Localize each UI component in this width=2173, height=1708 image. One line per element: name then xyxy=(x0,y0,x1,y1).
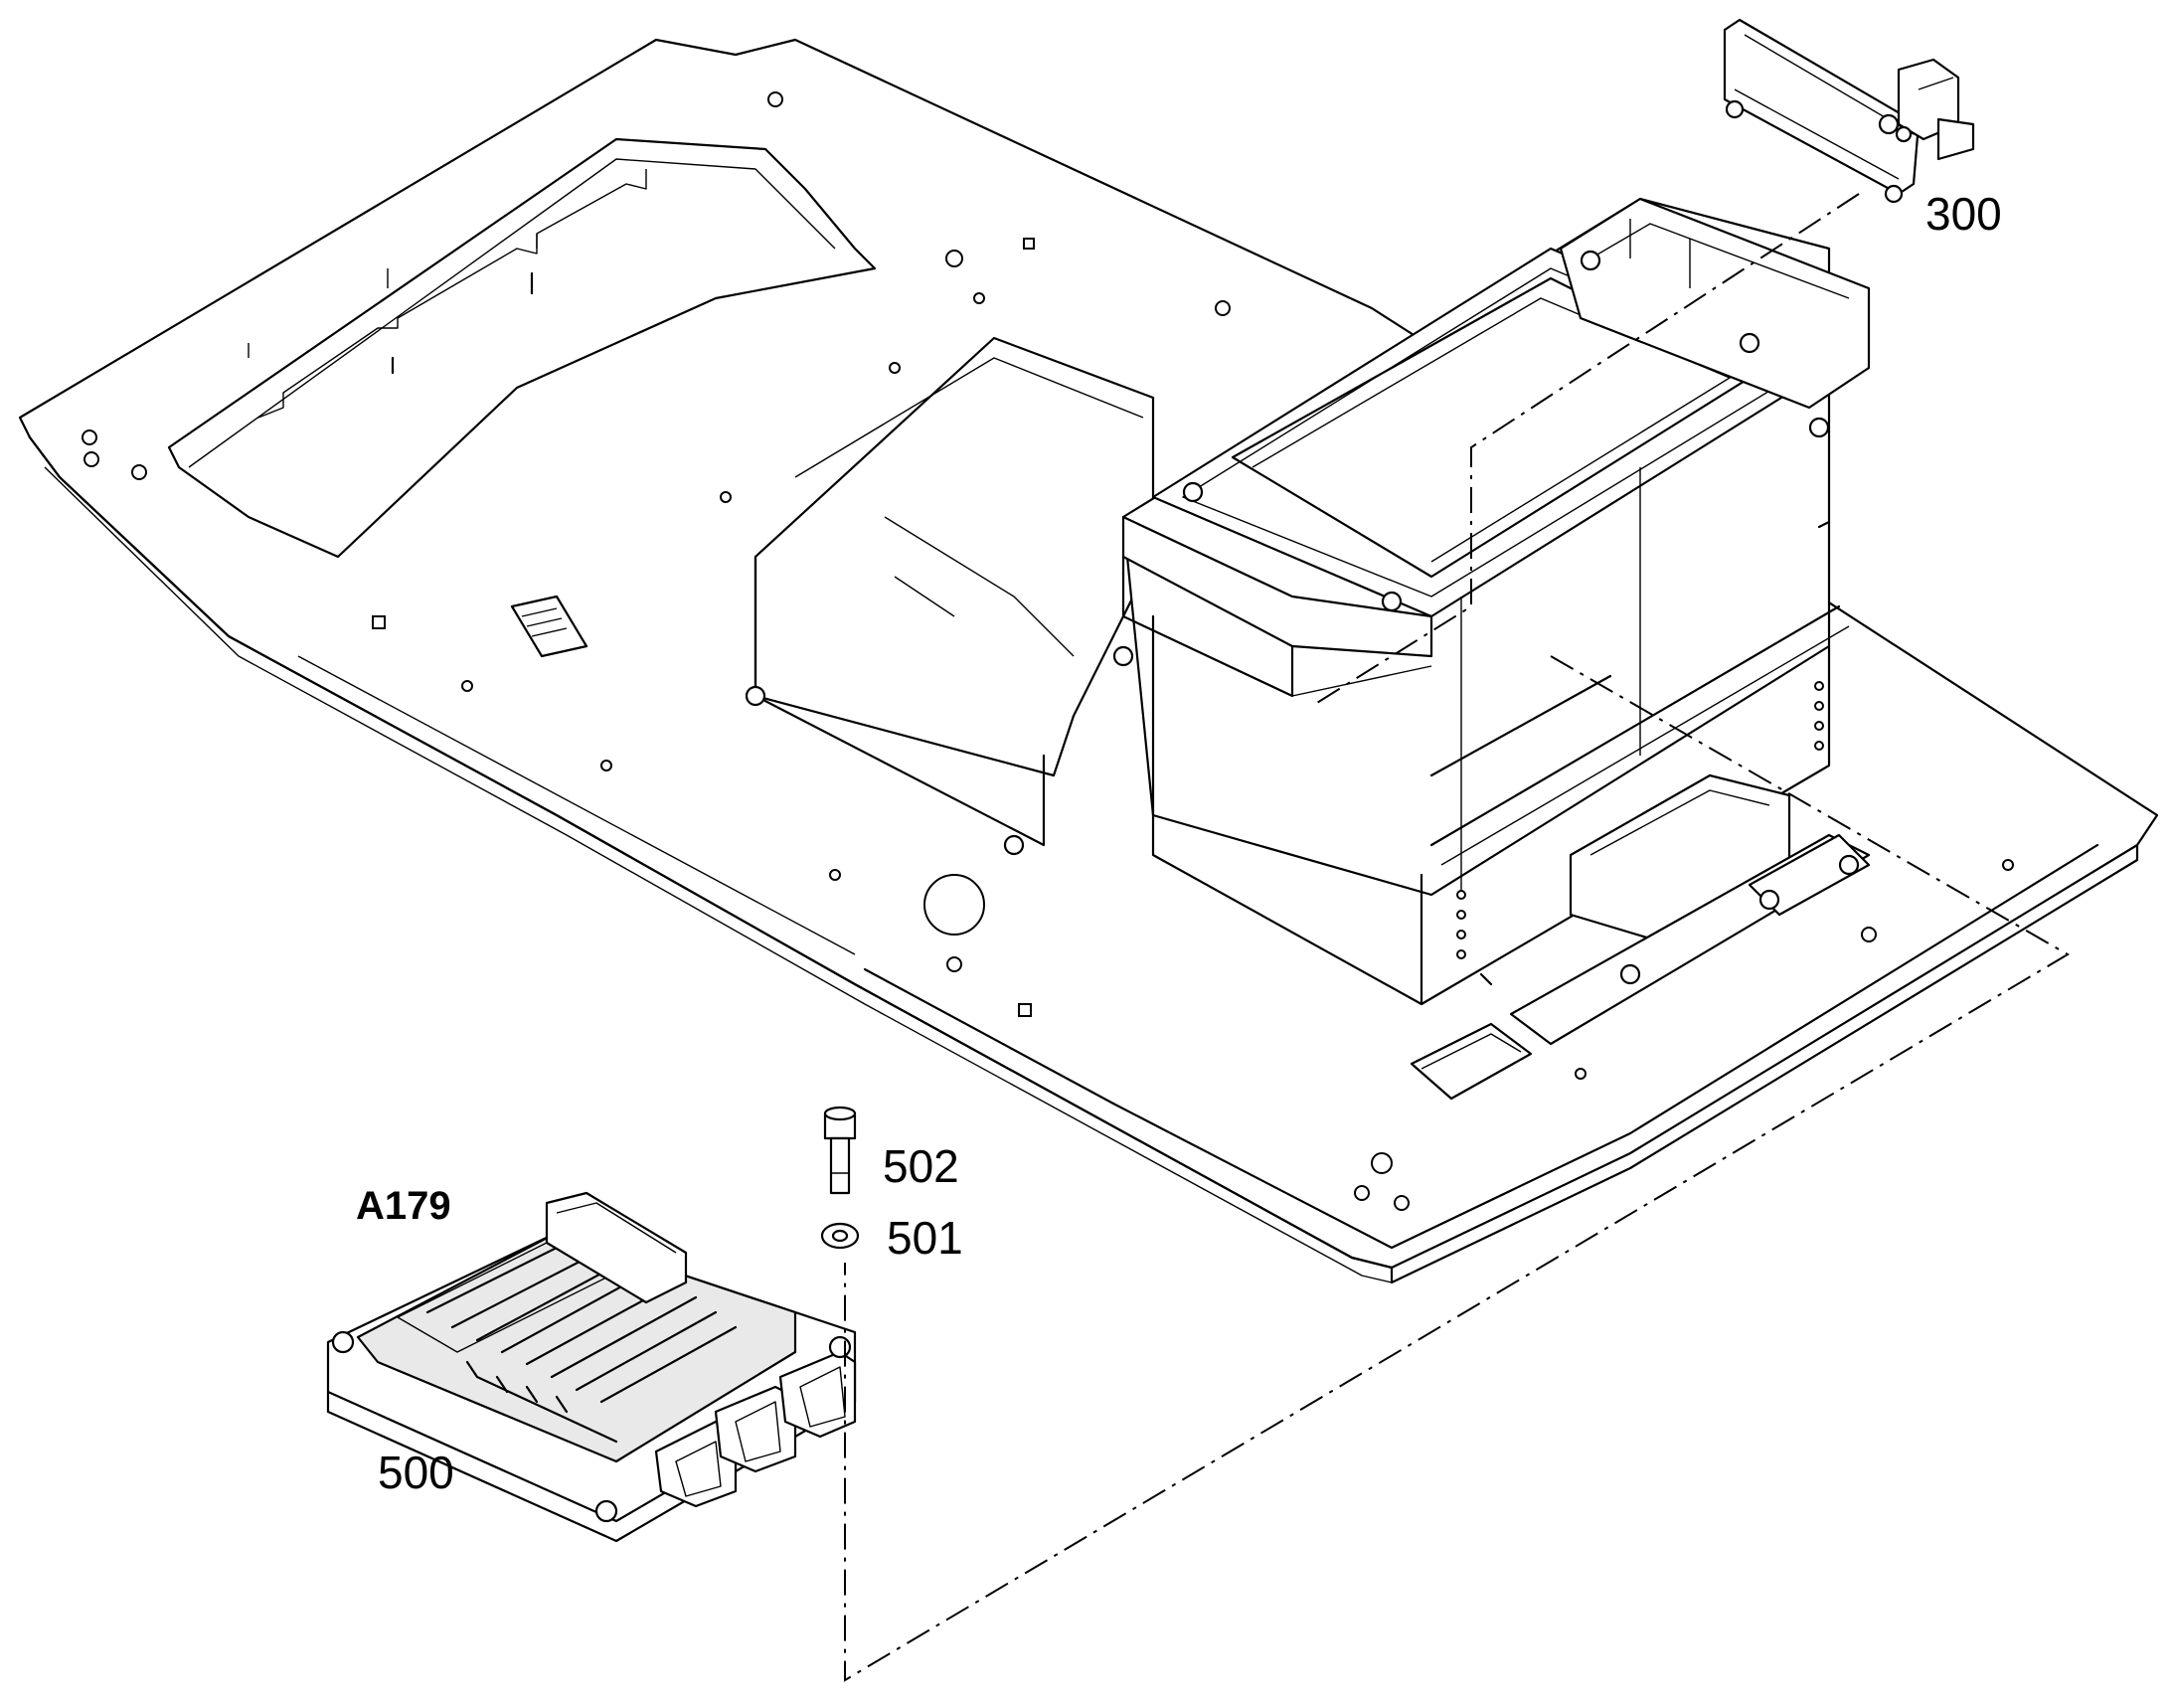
plate-slot xyxy=(1410,1022,1533,1101)
console-frame xyxy=(745,197,1871,1046)
plate-cutout xyxy=(167,137,877,559)
assembly-lines xyxy=(844,193,2070,1682)
plate-holes xyxy=(82,91,2014,1211)
id-plate xyxy=(510,595,588,658)
washer-501 xyxy=(820,1222,860,1250)
label-a179: A179 xyxy=(356,1184,451,1228)
screw-502 xyxy=(823,1106,857,1195)
label-300: 300 xyxy=(1925,188,2002,240)
label-502: 502 xyxy=(883,1140,959,1192)
bracket-300 xyxy=(1723,18,1975,204)
control-unit-500 xyxy=(326,1191,857,1543)
label-500: 500 xyxy=(378,1447,454,1498)
label-501: 501 xyxy=(887,1212,963,1264)
